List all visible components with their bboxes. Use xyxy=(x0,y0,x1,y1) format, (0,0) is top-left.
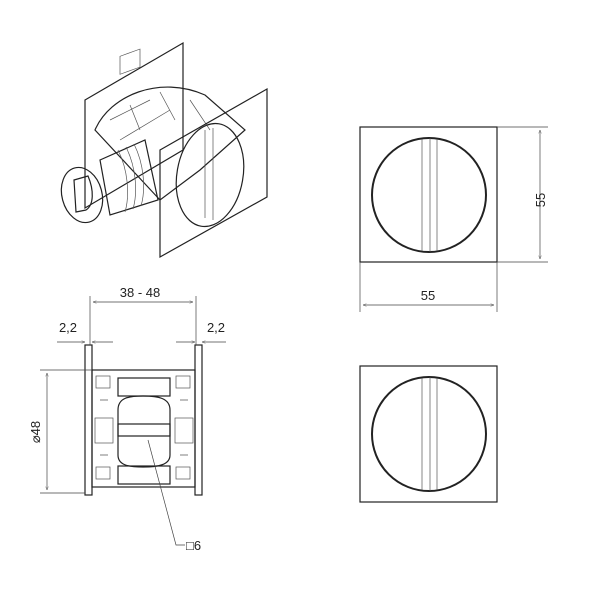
dim-spindle: □6 xyxy=(186,538,201,553)
dim-depth-range: 38 - 48 xyxy=(120,285,160,300)
dim-front-height: 55 xyxy=(533,193,548,207)
dim-plate-left: 2,2 xyxy=(59,320,77,335)
dim-diameter: ⌀48 xyxy=(28,421,43,443)
isometric-view xyxy=(60,41,268,259)
dim-front-width: 55 xyxy=(421,288,435,303)
front-view-bottom xyxy=(359,365,498,503)
side-view: 38 - 48 2,2 2,2 ⌀48 □6 xyxy=(28,285,226,553)
dim-plate-right: 2,2 xyxy=(207,320,225,335)
front-view-top: 55 55 xyxy=(359,126,548,312)
